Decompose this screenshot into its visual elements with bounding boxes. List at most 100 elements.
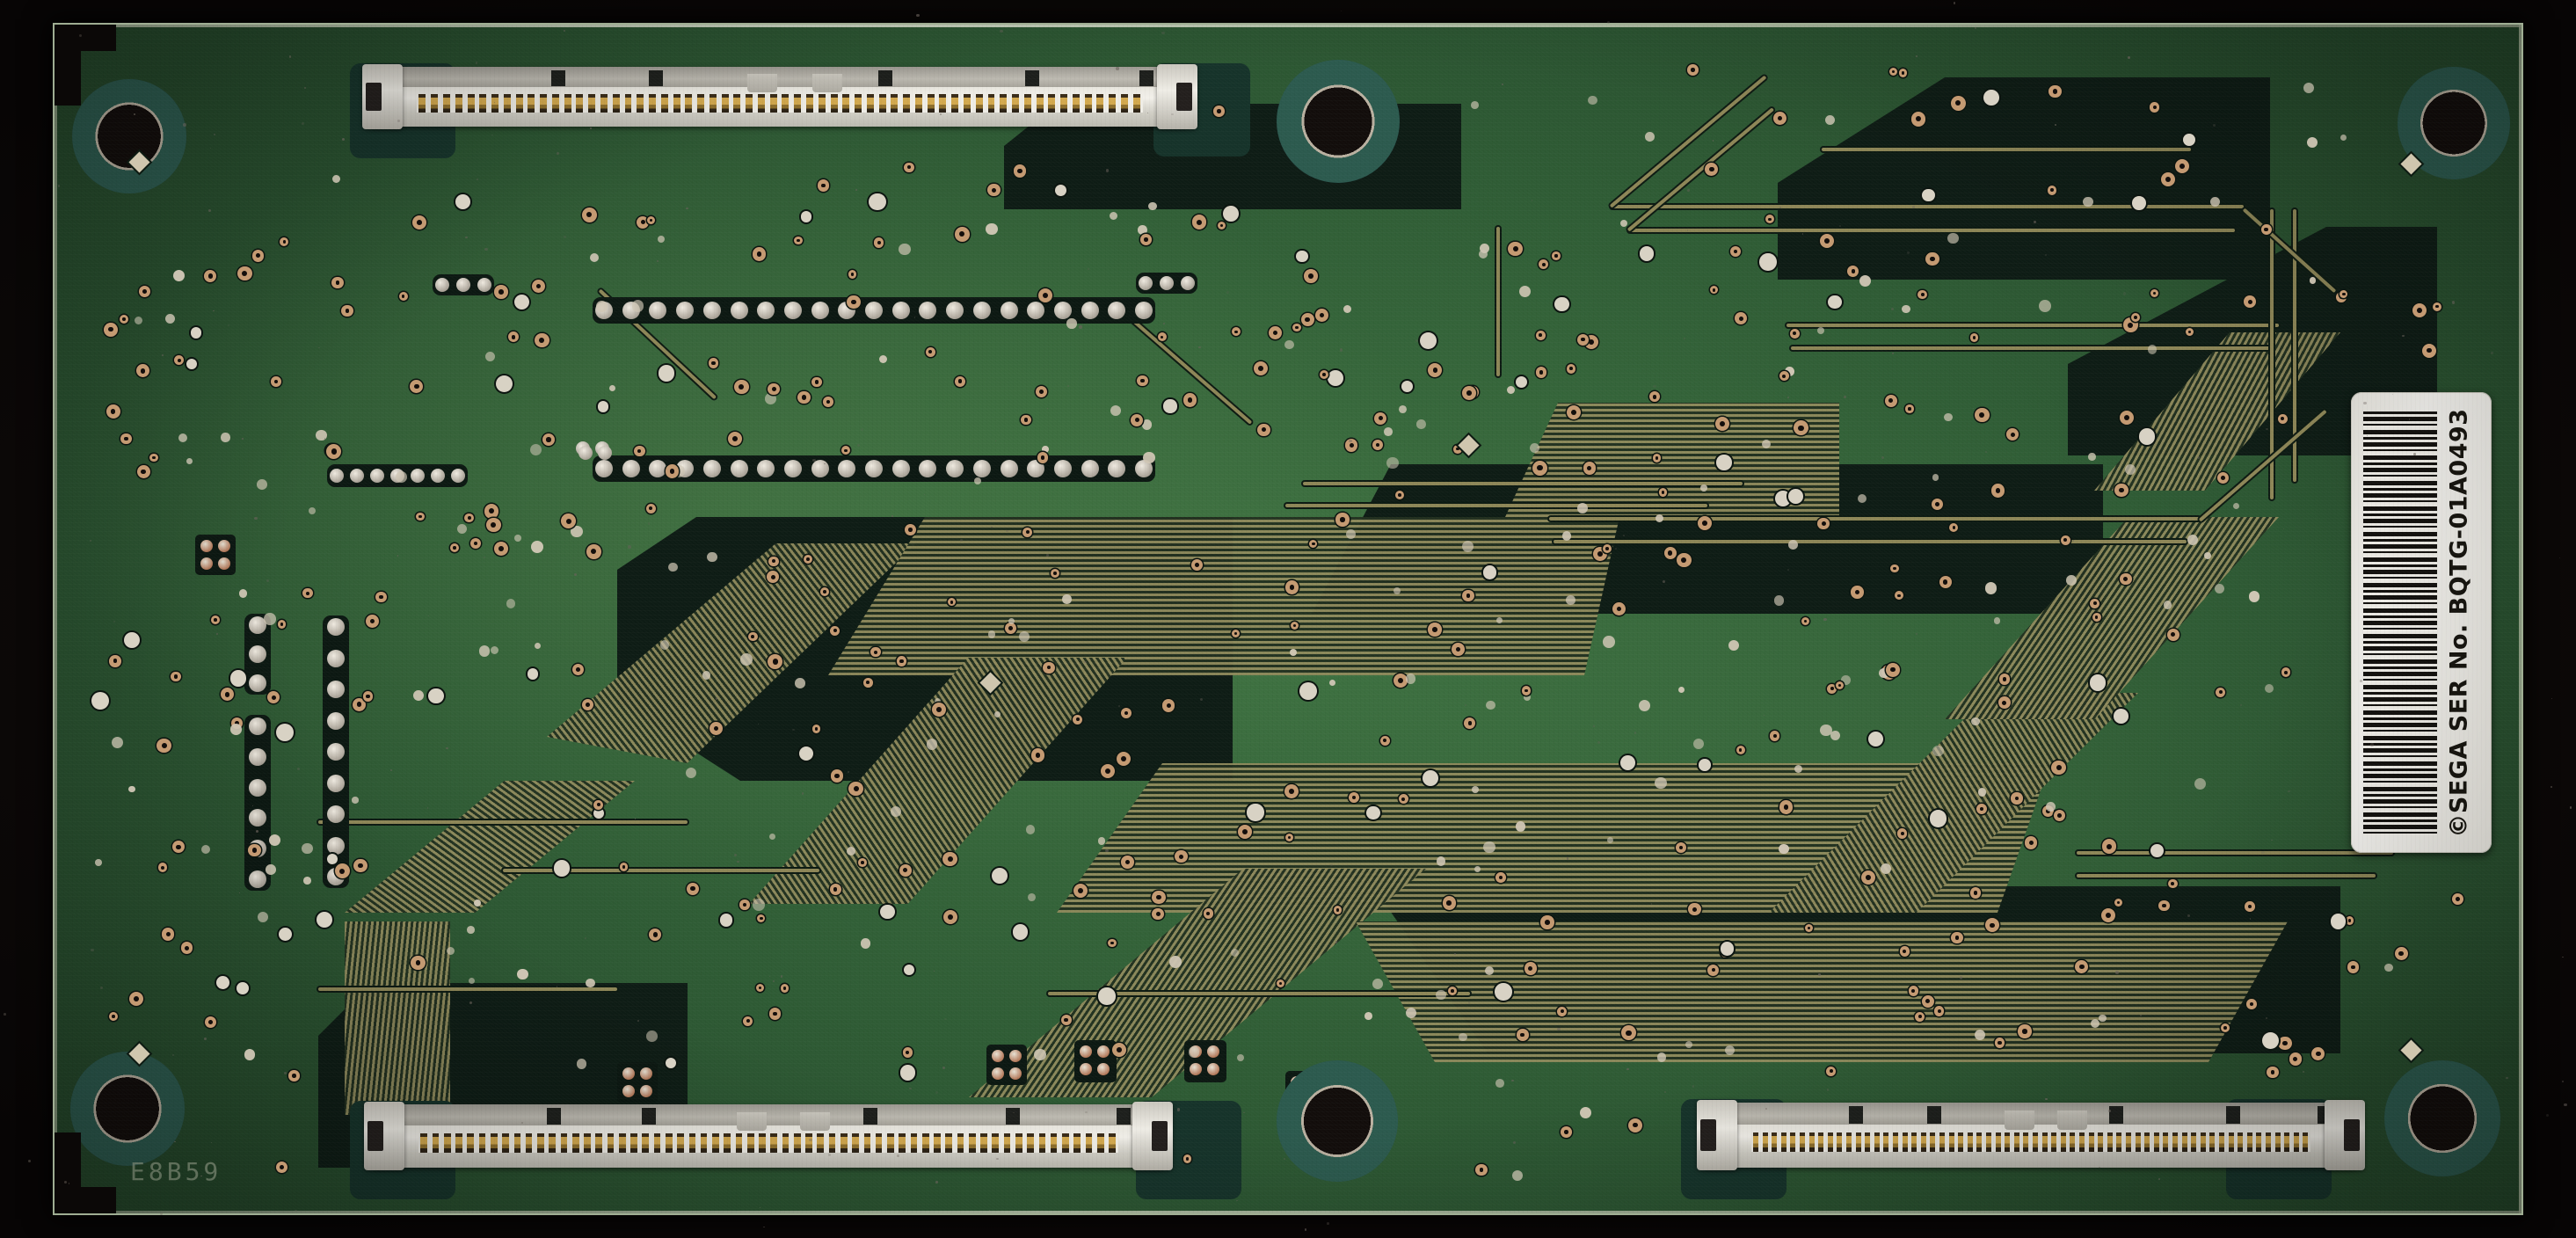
dust-speck (1607, 20, 1611, 24)
solder-dot (1483, 841, 1495, 854)
solder-pad (451, 469, 465, 483)
quad-solder-pad (640, 1067, 652, 1080)
connector-pin (757, 94, 765, 113)
via (840, 446, 850, 455)
connector-latch-left[interactable] (1697, 1100, 1737, 1170)
dip-solder-pad (865, 302, 883, 319)
via (1709, 286, 1718, 295)
dip-solder-pad (1053, 460, 1072, 477)
bottom-left-ffc-connector[interactable] (364, 1102, 1173, 1170)
solder-dot (186, 457, 193, 464)
solder-dot (257, 911, 268, 923)
via (2075, 959, 2089, 973)
connector-pin (618, 1133, 626, 1153)
fiducial-marker (2400, 1039, 2422, 1061)
via (1495, 871, 1507, 883)
solder-dot (1495, 1079, 1505, 1088)
connector-pin (432, 1133, 440, 1153)
connector-pin (1845, 1132, 1852, 1153)
connector-pin (607, 1133, 615, 1153)
dust-speck (564, 236, 567, 239)
solder-dot (517, 968, 529, 980)
connector-pin (1985, 1132, 1992, 1153)
via (1801, 616, 1809, 626)
dust-speck (171, 1053, 175, 1057)
connector-pin (418, 94, 426, 113)
via (687, 882, 699, 895)
connector-latch-right[interactable] (1132, 1102, 1173, 1170)
connector-pin (1855, 1132, 1861, 1153)
via (1284, 580, 1299, 594)
solder-dot (589, 252, 600, 263)
connector-pin (709, 94, 717, 113)
connector-latch-right[interactable] (1157, 64, 1197, 129)
via (1908, 986, 1919, 996)
solder-dot (1168, 956, 1182, 969)
solder-dot (178, 433, 188, 442)
solder-dot (468, 977, 476, 985)
connector-pin (1995, 1132, 2001, 1153)
connector-pin (443, 94, 450, 113)
dust-speck (2249, 918, 2252, 920)
solder-dot (1944, 412, 1953, 422)
solder-dot (1655, 776, 1667, 789)
connector-actuator-lid[interactable] (373, 1104, 1164, 1126)
via (633, 445, 645, 457)
via (410, 380, 424, 394)
via (873, 237, 884, 248)
solder-dot (1436, 989, 1446, 1001)
via (1951, 931, 1963, 944)
solder-dot (1109, 211, 1118, 221)
via (1022, 527, 1033, 537)
solder-dot (1724, 1045, 1735, 1056)
test-pad (186, 358, 197, 370)
dust-speck (1116, 67, 1119, 70)
connector-pin (1038, 1133, 1046, 1153)
dust-speck (924, 493, 926, 495)
connector-pin (630, 1133, 637, 1153)
dust-speck (1687, 189, 1691, 192)
solder-dot (301, 842, 313, 855)
via (811, 376, 823, 388)
copper-trace (1117, 306, 1253, 425)
via (139, 286, 151, 298)
via (1372, 440, 1383, 450)
test-pad (1515, 375, 1527, 388)
top-ffc-connector[interactable] (362, 64, 1197, 129)
dust-speck (1084, 660, 1087, 664)
dust-speck (1171, 113, 1174, 116)
via (2278, 1036, 2292, 1051)
via (1931, 498, 1944, 511)
solder-dot (1728, 639, 1739, 651)
test-pad (1163, 399, 1177, 413)
connector-pin (685, 94, 693, 113)
dust-speck (824, 462, 826, 465)
dust-speck (2265, 1016, 2268, 1020)
test-pad (1720, 942, 1735, 956)
solder-pad (477, 278, 491, 292)
bottom-right-ffc-connector[interactable] (1697, 1100, 2365, 1170)
solder-dot (352, 797, 359, 804)
via (1111, 1043, 1126, 1058)
solder-dot (795, 678, 806, 688)
connector-pin (887, 1133, 894, 1153)
test-pad (190, 327, 201, 339)
via (2421, 343, 2436, 358)
connector-latch-left[interactable] (362, 64, 403, 129)
dust-speck (90, 540, 92, 542)
connector-pin (443, 1133, 451, 1153)
solder-dot (467, 926, 475, 934)
via (248, 843, 261, 857)
dip-socket-upper-row-bottom (593, 455, 1155, 482)
connector-latch-left[interactable] (364, 1102, 404, 1170)
connector-actuator-lid[interactable] (371, 67, 1189, 88)
dust-speck (2266, 427, 2268, 431)
via (2006, 428, 2019, 441)
solder-dot (172, 269, 186, 282)
connector-latch-right[interactable] (2325, 1100, 2365, 1170)
test-pad (316, 911, 332, 928)
dip-solder-pad (891, 460, 910, 477)
header-solder-pad (327, 618, 345, 636)
connector-pin (467, 1133, 475, 1153)
copper-trace (1549, 517, 2200, 521)
